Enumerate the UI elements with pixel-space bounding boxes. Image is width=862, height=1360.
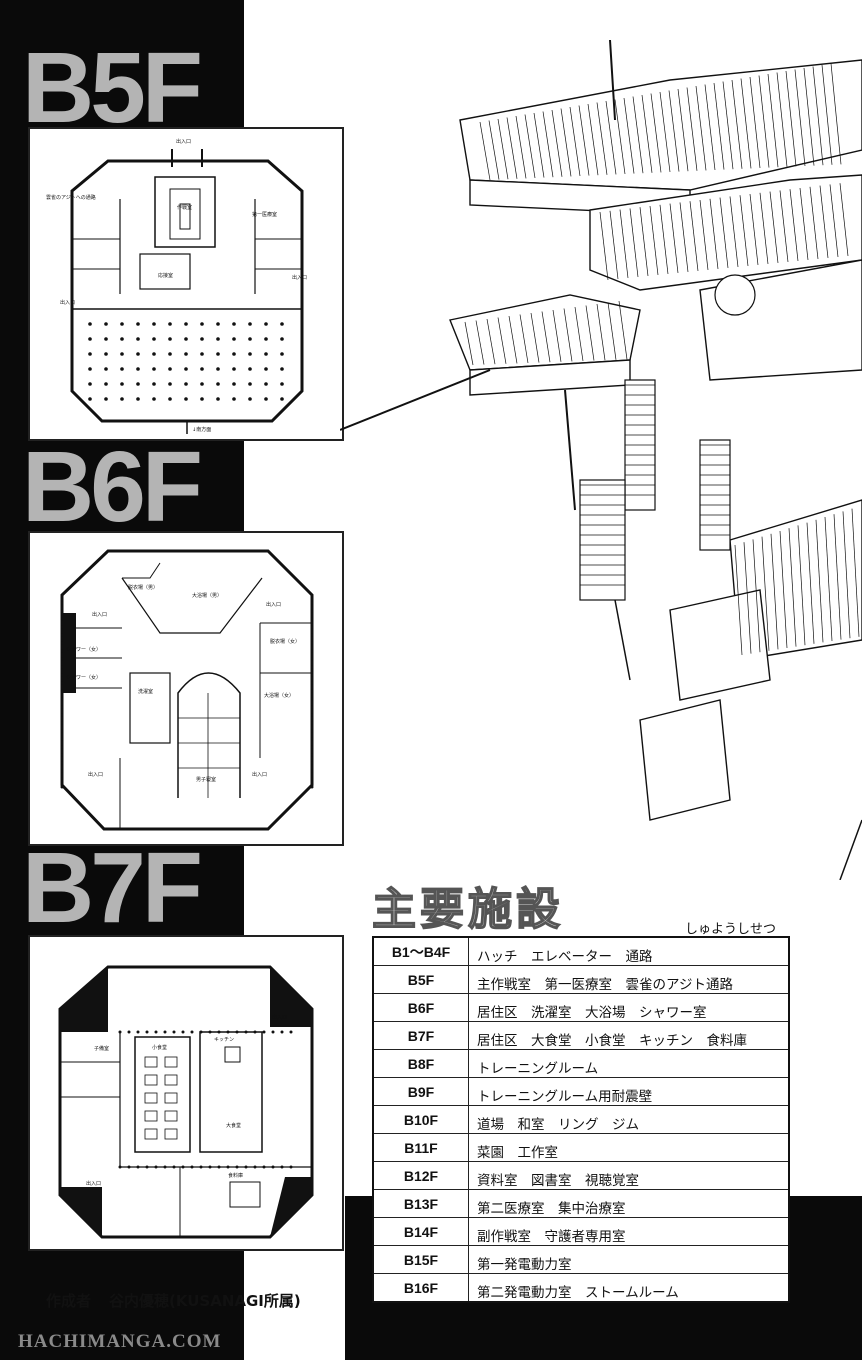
facility-rooms: 菜園 工作室 [468,1133,790,1162]
facility-rooms: ハッチ エレベーター 通路 [468,936,790,966]
b6-bath-m-label: 大浴場（男） [192,592,222,599]
b7-storage-label: 子備室 [94,1045,109,1052]
facility-rooms: トレーニングルーム用耐震壁 [468,1077,790,1106]
b5-exit-left-label: 出入口 [60,299,75,306]
credit-name: 谷内優穂(KUSANAGI所属) [109,1292,301,1310]
b5f-floor-plan: 出入口 雲雀のアジトへの通路 作戦室 第一医療室 応接室 出入口 出入口 ↓南方… [28,127,344,441]
b5f-title: B5F [22,32,203,144]
facility-floor: B1～B4F [372,936,469,966]
b7-big-dining-label: 大食堂 [226,1122,241,1129]
facility-floor: B9F [372,1077,469,1106]
b7-kitchen-label: キッチン [214,1037,234,1043]
b6-dressing-m-label: 脱衣場（男） [128,584,158,591]
b7-exit-top-label: 出入口 [272,1014,287,1021]
facilities-title: 主要施設 [371,885,564,934]
facility-floor: B14F [372,1217,469,1246]
facility-floor: B13F [372,1189,469,1218]
b5-war-room-label: 作戦室 [177,204,192,211]
facility-rooms: 副作戦室 守護者専用室 [468,1217,790,1246]
b7f-floor-plan: 出入口 子備室 小食堂 キッチン 大食堂 出入口 食料庫 [28,935,344,1251]
b5-passage-label: 雲雀のアジトへの通路 [46,194,96,201]
facility-floor: B7F [372,1021,469,1050]
facility-floor: B10F [372,1105,469,1134]
b6-exit-left-top-label: 出入口 [92,611,107,618]
credit-role: 作成者 [46,1292,92,1310]
facility-floor: B11F [372,1133,469,1162]
b5-exit-top-label: 出入口 [176,138,191,145]
facility-rooms: 道場 和室 リング ジム [468,1105,790,1134]
b6-dressing-f-label: 脱衣場（女） [270,638,300,645]
facility-rooms: トレーニングルーム [468,1049,790,1078]
b6f-floor-plan: 脱衣場（男） 大浴場（男） 出入口 出入口 脱衣場（女） シャワー（女） シャワ… [28,531,344,846]
facility-floor: B12F [372,1161,469,1190]
facility-floor: B16F [372,1273,469,1303]
b6-laundry-label: 洗濯室 [138,688,153,695]
b7-exit-left-label: 出入口 [86,1180,101,1187]
b7-small-dining-label: 小食堂 [152,1044,167,1051]
facility-rooms: 主作戦室 第一医療室 雲雀のアジト通路 [468,965,790,994]
facility-floor: B8F [372,1049,469,1078]
facility-rooms: 第二医療室 集中治療室 [468,1189,790,1218]
facility-rooms: 資料室 図書室 視聴覚室 [468,1161,790,1190]
facility-rooms: 居住区 大食堂 小食堂 キッチン 食料庫 [468,1021,790,1050]
facility-rooms: 第二発電動力室 ストームルーム [468,1273,790,1303]
b5-exit-right-label: 出入口 [292,274,307,281]
facility-floor: B5F [372,965,469,994]
site-watermark: HACHIMANGA.COM [18,1331,222,1352]
b7f-title: B7F [22,832,203,944]
b6f-title: B6F [22,431,203,543]
credit-line: 作成者谷内優穂(KUSANAGI所属) [46,1290,319,1311]
facility-rooms: 第一発電動力室 [468,1245,790,1274]
facility-rooms: 居住区 洗濯室 大浴場 シャワー室 [468,993,790,1022]
facilities-reading: しゅようしせつ [685,922,777,937]
b6-shower-f2-label: シャワー（女） [66,674,101,681]
b6-boys-room-label: 男子寝室 [196,776,216,783]
facility-floor: B6F [372,993,469,1022]
base-structure-illustration [340,40,862,880]
b5-medical-label: 第一医療室 [252,211,277,218]
b6-exit-left-bottom-label: 出入口 [88,771,103,778]
facility-floor: B15F [372,1245,469,1274]
b6-shower-f1-label: シャワー（女） [66,646,101,653]
b6-bath-f-label: 大浴場（女） [264,692,294,699]
b7-pantry-label: 食料庫 [228,1172,243,1179]
b6-exit-right-bottom-label: 出入口 [252,771,267,778]
b5-bottom-label: ↓南方面 [192,426,211,433]
b5-reception-label: 応接室 [158,272,173,279]
b6-exit-right-top-label: 出入口 [266,601,281,608]
